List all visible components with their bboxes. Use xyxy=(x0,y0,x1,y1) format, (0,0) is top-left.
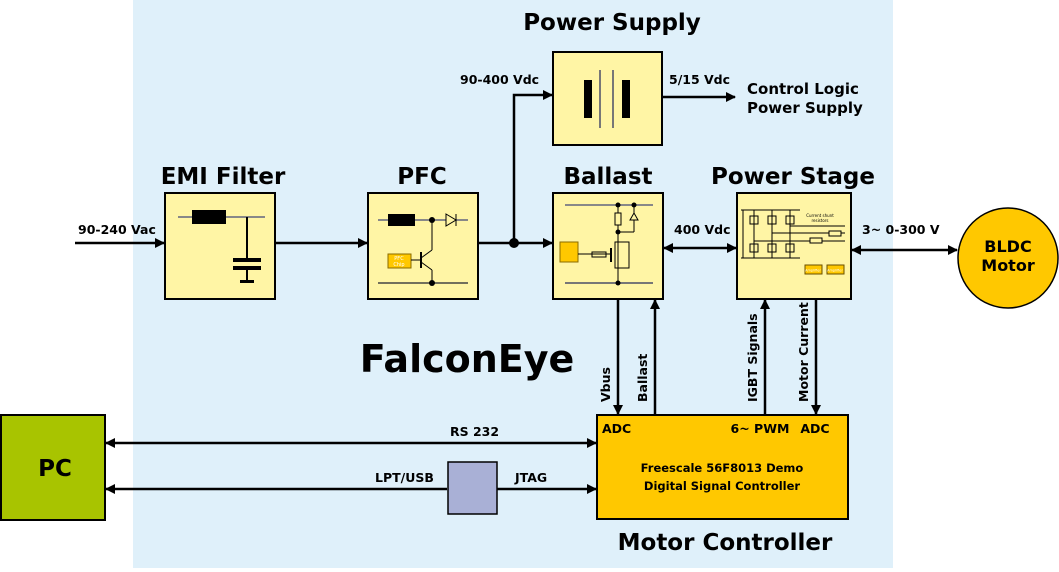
motor-label: BLDC xyxy=(984,237,1031,256)
pc-block: PC xyxy=(0,414,106,521)
amplifier-1 xyxy=(804,264,823,275)
power-stage-title: Power Stage xyxy=(711,164,875,190)
motor-label-2: Motor xyxy=(981,256,1035,275)
power-stage-block: Power Stage Current shunt resistors Ampl… xyxy=(711,164,875,300)
amplifier-2 xyxy=(826,264,845,275)
pfc-circuit-icon: PFC Chip xyxy=(378,213,468,286)
ballast-block: Ballast xyxy=(552,164,664,300)
lpt-usb-label: LPT/USB xyxy=(375,470,434,485)
jtag-adapter xyxy=(447,461,498,515)
shunt-label-2: resistors xyxy=(811,218,828,223)
ballast-circuit-icon xyxy=(559,202,653,286)
ballast-title: Ballast xyxy=(563,164,652,190)
junction-dot xyxy=(509,238,519,248)
motor-current-label: Motor Current xyxy=(796,302,811,402)
shunt-label: Current shunt xyxy=(806,213,834,218)
ac-input-label: 90-240 Vac xyxy=(78,222,156,237)
inverter-circuit-icon xyxy=(741,209,845,259)
pc-label: PC xyxy=(38,456,72,482)
power-supply-block: Power Supply xyxy=(523,10,701,146)
control-logic-label-2: Power Supply xyxy=(747,99,863,117)
filter-circuit-icon xyxy=(178,210,265,283)
pwm-label: 6~ PWM xyxy=(731,421,790,436)
controller-name: Freescale 56F8013 Demo xyxy=(641,461,804,475)
pfc-title: PFC xyxy=(397,164,446,190)
motor-voltage-label: 3~ 0-300 V xyxy=(862,222,940,237)
controller-type: Digital Signal Controller xyxy=(644,479,800,493)
dc-link-label: 400 Vdc xyxy=(674,222,730,237)
pfc-chip-label-2: Chip xyxy=(393,262,404,268)
power-supply-title: Power Supply xyxy=(523,10,701,36)
motor-controller-title: Motor Controller xyxy=(618,530,833,556)
motor-controller-block: ADC 6~ PWM ADC Freescale 56F8013 Demo Di… xyxy=(596,414,849,556)
igbt-signals-label: IGBT Signals xyxy=(745,313,760,402)
vbus-label: Vbus xyxy=(598,367,613,402)
logic-voltage-label: 5/15 Vdc xyxy=(669,72,730,87)
pfc-chip-label: PFC xyxy=(394,256,404,262)
control-logic-label: Control Logic xyxy=(747,80,859,98)
ballast-signal-label: Ballast xyxy=(635,354,650,402)
transformer-icon xyxy=(584,70,630,128)
dc-bus-label: 90-400 Vdc xyxy=(460,72,539,87)
rs232-label: RS 232 xyxy=(450,424,499,439)
emi-filter-title: EMI Filter xyxy=(161,164,286,190)
diagram-title: FalconEye xyxy=(360,337,575,381)
jtag-label: JTAG xyxy=(514,470,547,485)
bldc-motor: BLDC Motor xyxy=(957,207,1059,309)
amplifier-label-2: Amplifier xyxy=(827,269,843,273)
adc-left-label: ADC xyxy=(602,421,631,436)
pfc-block: PFC PFC Chip xyxy=(367,164,479,300)
emi-filter-block: EMI Filter xyxy=(161,164,286,300)
adc-right-label: ADC xyxy=(800,421,829,436)
amplifier-label: Amplifier xyxy=(805,269,821,273)
